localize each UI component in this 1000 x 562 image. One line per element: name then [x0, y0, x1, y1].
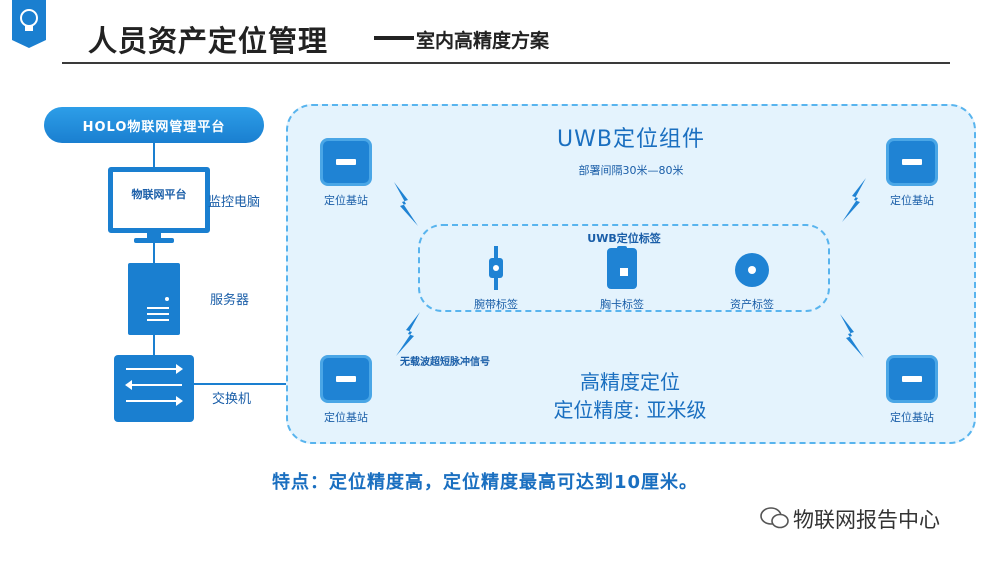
- server-led: [165, 297, 169, 301]
- switch-icon: [114, 355, 194, 422]
- tag-label: 胸卡标签: [600, 298, 644, 311]
- monitor-neck: [147, 233, 161, 239]
- server-label: 服务器: [210, 293, 250, 308]
- arrow-right-icon: [126, 396, 183, 406]
- arrow-left-icon: [125, 380, 182, 390]
- connector-line: [153, 143, 155, 167]
- signal-bolt-icon: [840, 314, 864, 358]
- tag-label: 资产标签: [730, 298, 774, 311]
- watermark: 物联网报告中心: [793, 508, 940, 532]
- station-bar: [902, 376, 922, 382]
- header-divider: [62, 62, 950, 64]
- station-label: 定位基站: [890, 194, 934, 207]
- server-icon: [128, 263, 180, 335]
- wechat-icon: [760, 507, 789, 529]
- signal-bolt-icon: [842, 178, 866, 222]
- lightbulb-badge-icon: [12, 0, 46, 48]
- asset-disc-icon: [735, 253, 769, 287]
- station-label: 定位基站: [890, 411, 934, 424]
- uwb-title: UWB定位组件: [557, 127, 705, 152]
- station-label: 定位基站: [324, 194, 368, 207]
- server-slot: [147, 313, 169, 315]
- wristband-icon: [489, 246, 503, 290]
- base-station-icon: [886, 138, 938, 186]
- station-bar: [336, 376, 356, 382]
- server-slot: [147, 307, 169, 309]
- connector-line: [153, 335, 155, 355]
- switch-label: 交换机: [212, 392, 252, 407]
- station-label: 定位基站: [324, 411, 368, 424]
- signal-bolt-icon: [396, 312, 420, 356]
- page-subtitle: 室内高精度方案: [416, 30, 550, 52]
- monitor-label: 监控电脑: [208, 195, 261, 210]
- monitor-foot: [134, 238, 174, 243]
- platform-pill: HOLO物联网管理平台: [44, 107, 264, 143]
- precision-value: 定位精度: 亚米级: [553, 398, 707, 422]
- precision-heading: 高精度定位: [580, 370, 680, 394]
- monitor-screen-text: 物联网平台: [131, 188, 187, 201]
- station-bar: [902, 159, 922, 165]
- signal-label: 无载波超短脉冲信号: [400, 357, 490, 368]
- uwb-tag-group: [418, 224, 830, 312]
- page-title: 人员资产定位管理: [88, 24, 329, 58]
- server-slot: [147, 319, 169, 321]
- badge-card-icon: [607, 246, 637, 289]
- station-bar: [336, 159, 356, 165]
- uwb-subtitle: 部署间隔30米—80米: [578, 164, 684, 177]
- base-station-icon: [320, 355, 372, 403]
- uwb-tag-title: UWB定位标签: [587, 232, 661, 245]
- tag-label: 腕带标签: [474, 298, 518, 311]
- arrow-right-icon: [126, 364, 183, 374]
- feature-text: 特点：定位精度高，定位精度最高可达到10厘米。: [272, 472, 699, 493]
- monitor-icon: [108, 167, 210, 233]
- connector-line: [153, 243, 155, 263]
- title-dash: [374, 36, 414, 40]
- connector-line: [194, 383, 286, 385]
- base-station-icon: [886, 355, 938, 403]
- base-station-icon: [320, 138, 372, 186]
- signal-bolt-icon: [394, 182, 418, 226]
